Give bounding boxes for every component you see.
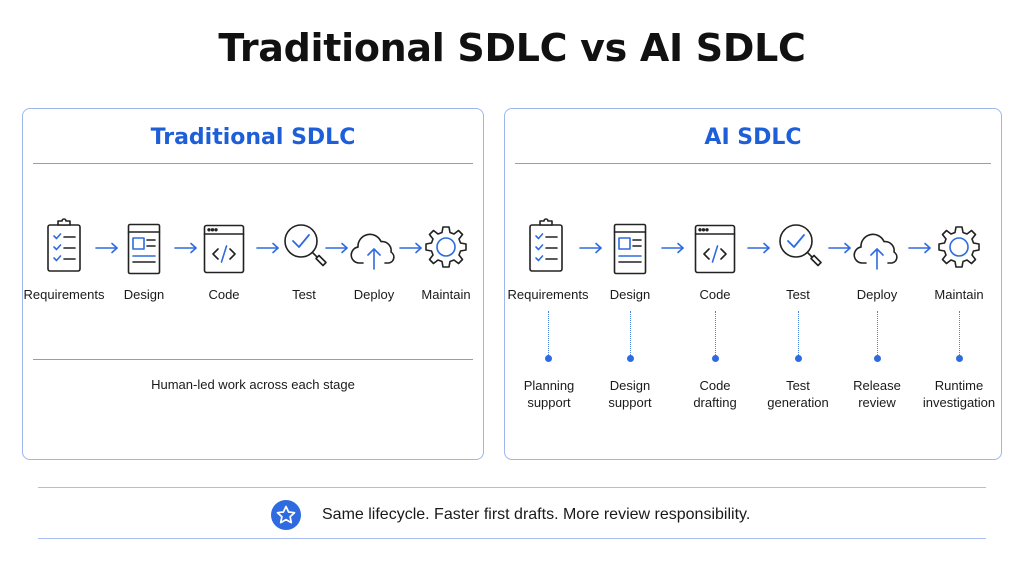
code-window-icon — [694, 224, 736, 274]
ai-stage-label: Design — [609, 287, 651, 302]
traditional-stage-label: Code — [208, 287, 240, 302]
connector-line — [630, 311, 631, 357]
connector-line — [959, 311, 960, 357]
arrow-right-icon — [746, 242, 772, 254]
footer-bottom-rule — [38, 538, 986, 539]
connector-dot — [545, 355, 552, 362]
traditional-sdlc-panel: Traditional SDLC Requirements Design — [22, 108, 484, 460]
cloud-upload-icon — [853, 227, 901, 271]
traditional-bottom-divider — [33, 359, 473, 360]
gear-icon — [423, 224, 469, 270]
arrow-right-icon — [578, 242, 604, 254]
magnifier-check-icon — [777, 222, 823, 274]
connector-dot — [874, 355, 881, 362]
traditional-stage-label: Maintain — [421, 287, 471, 302]
page-title: Traditional SDLC vs AI SDLC — [218, 26, 806, 70]
ai-stage-label: Code — [699, 287, 731, 302]
arrow-right-icon — [324, 242, 350, 254]
ai-top-divider — [515, 163, 991, 164]
traditional-stage-label: Deploy — [353, 287, 395, 302]
ai-stage-label: Requirements — [507, 287, 589, 302]
code-window-icon — [203, 224, 245, 274]
connector-line — [798, 311, 799, 357]
connector-dot — [712, 355, 719, 362]
design-document-icon — [613, 223, 647, 275]
traditional-stage-label: Design — [123, 287, 165, 302]
magnifier-check-icon — [282, 222, 328, 274]
arrow-right-icon — [827, 242, 853, 254]
ai-stage-label: Test — [786, 287, 810, 302]
connector-dot — [627, 355, 634, 362]
gear-icon — [936, 224, 982, 270]
cloud-upload-icon — [350, 227, 398, 271]
footer-summary: Same lifecycle. Faster first drafts. Mor… — [322, 506, 751, 523]
ai-stage-label: Maintain — [934, 287, 984, 302]
arrow-right-icon — [255, 242, 281, 254]
traditional-stage-label: Test — [292, 287, 316, 302]
ai-sdlc-heading: AI SDLC — [704, 125, 802, 150]
arrow-right-icon — [173, 242, 199, 254]
traditional-sdlc-heading: Traditional SDLC — [150, 125, 356, 150]
arrow-right-icon — [907, 242, 933, 254]
arrow-right-icon — [94, 242, 120, 254]
connector-line — [548, 311, 549, 357]
design-document-icon — [127, 223, 161, 275]
connector-line — [715, 311, 716, 357]
traditional-stage-label: Requirements — [23, 287, 105, 302]
connector-dot — [795, 355, 802, 362]
ai-stage-label: Deploy — [856, 287, 898, 302]
human-led-note: Human-led work across each stage — [151, 377, 355, 392]
traditional-top-divider — [33, 163, 473, 164]
clipboard-checklist-icon — [528, 217, 564, 273]
connector-line — [877, 311, 878, 357]
arrow-right-icon — [660, 242, 686, 254]
connector-dot — [956, 355, 963, 362]
arrow-right-icon — [398, 242, 424, 254]
clipboard-checklist-icon — [46, 217, 82, 273]
star-icon — [271, 500, 301, 530]
footer-top-rule — [38, 487, 986, 488]
